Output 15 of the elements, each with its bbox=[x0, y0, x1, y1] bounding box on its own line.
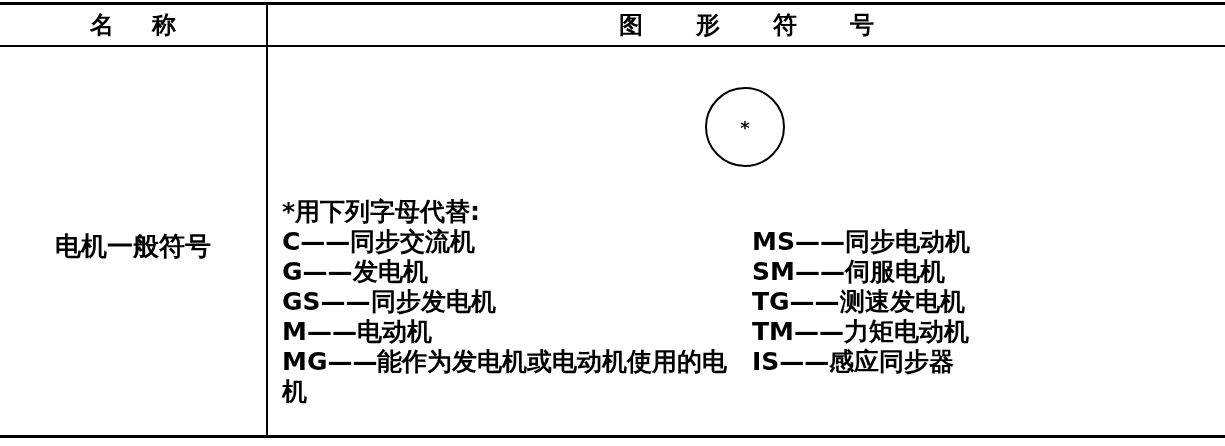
letter-code-entry: C——同步交流机 bbox=[282, 227, 476, 257]
symbol-mark: * bbox=[740, 115, 750, 140]
letter-code-entry: G——发电机 bbox=[282, 257, 428, 287]
letter-code-entry: SM——伺服电机 bbox=[752, 257, 945, 287]
letter-code-entry: MS——同步电动机 bbox=[752, 227, 970, 257]
letter-code-entry: M——电动机 bbox=[282, 317, 432, 347]
row-label: 电机一般符号 bbox=[55, 229, 211, 263]
letter-code-entry: IS——感应同步器 bbox=[752, 347, 955, 377]
note-text: *用下列字母代替: bbox=[282, 197, 481, 227]
column-header: 名称 bbox=[88, 10, 215, 41]
letter-code-entry: MG——能作为发电机或电动机使用的电机 bbox=[282, 347, 729, 407]
letter-code-entry: TG——测速发电机 bbox=[752, 287, 965, 317]
letter-code-entry: GS——同步发电机 bbox=[282, 287, 496, 317]
letter-code-entry: TM——力矩电动机 bbox=[752, 317, 969, 347]
column-header: 图形符号 bbox=[618, 10, 927, 41]
